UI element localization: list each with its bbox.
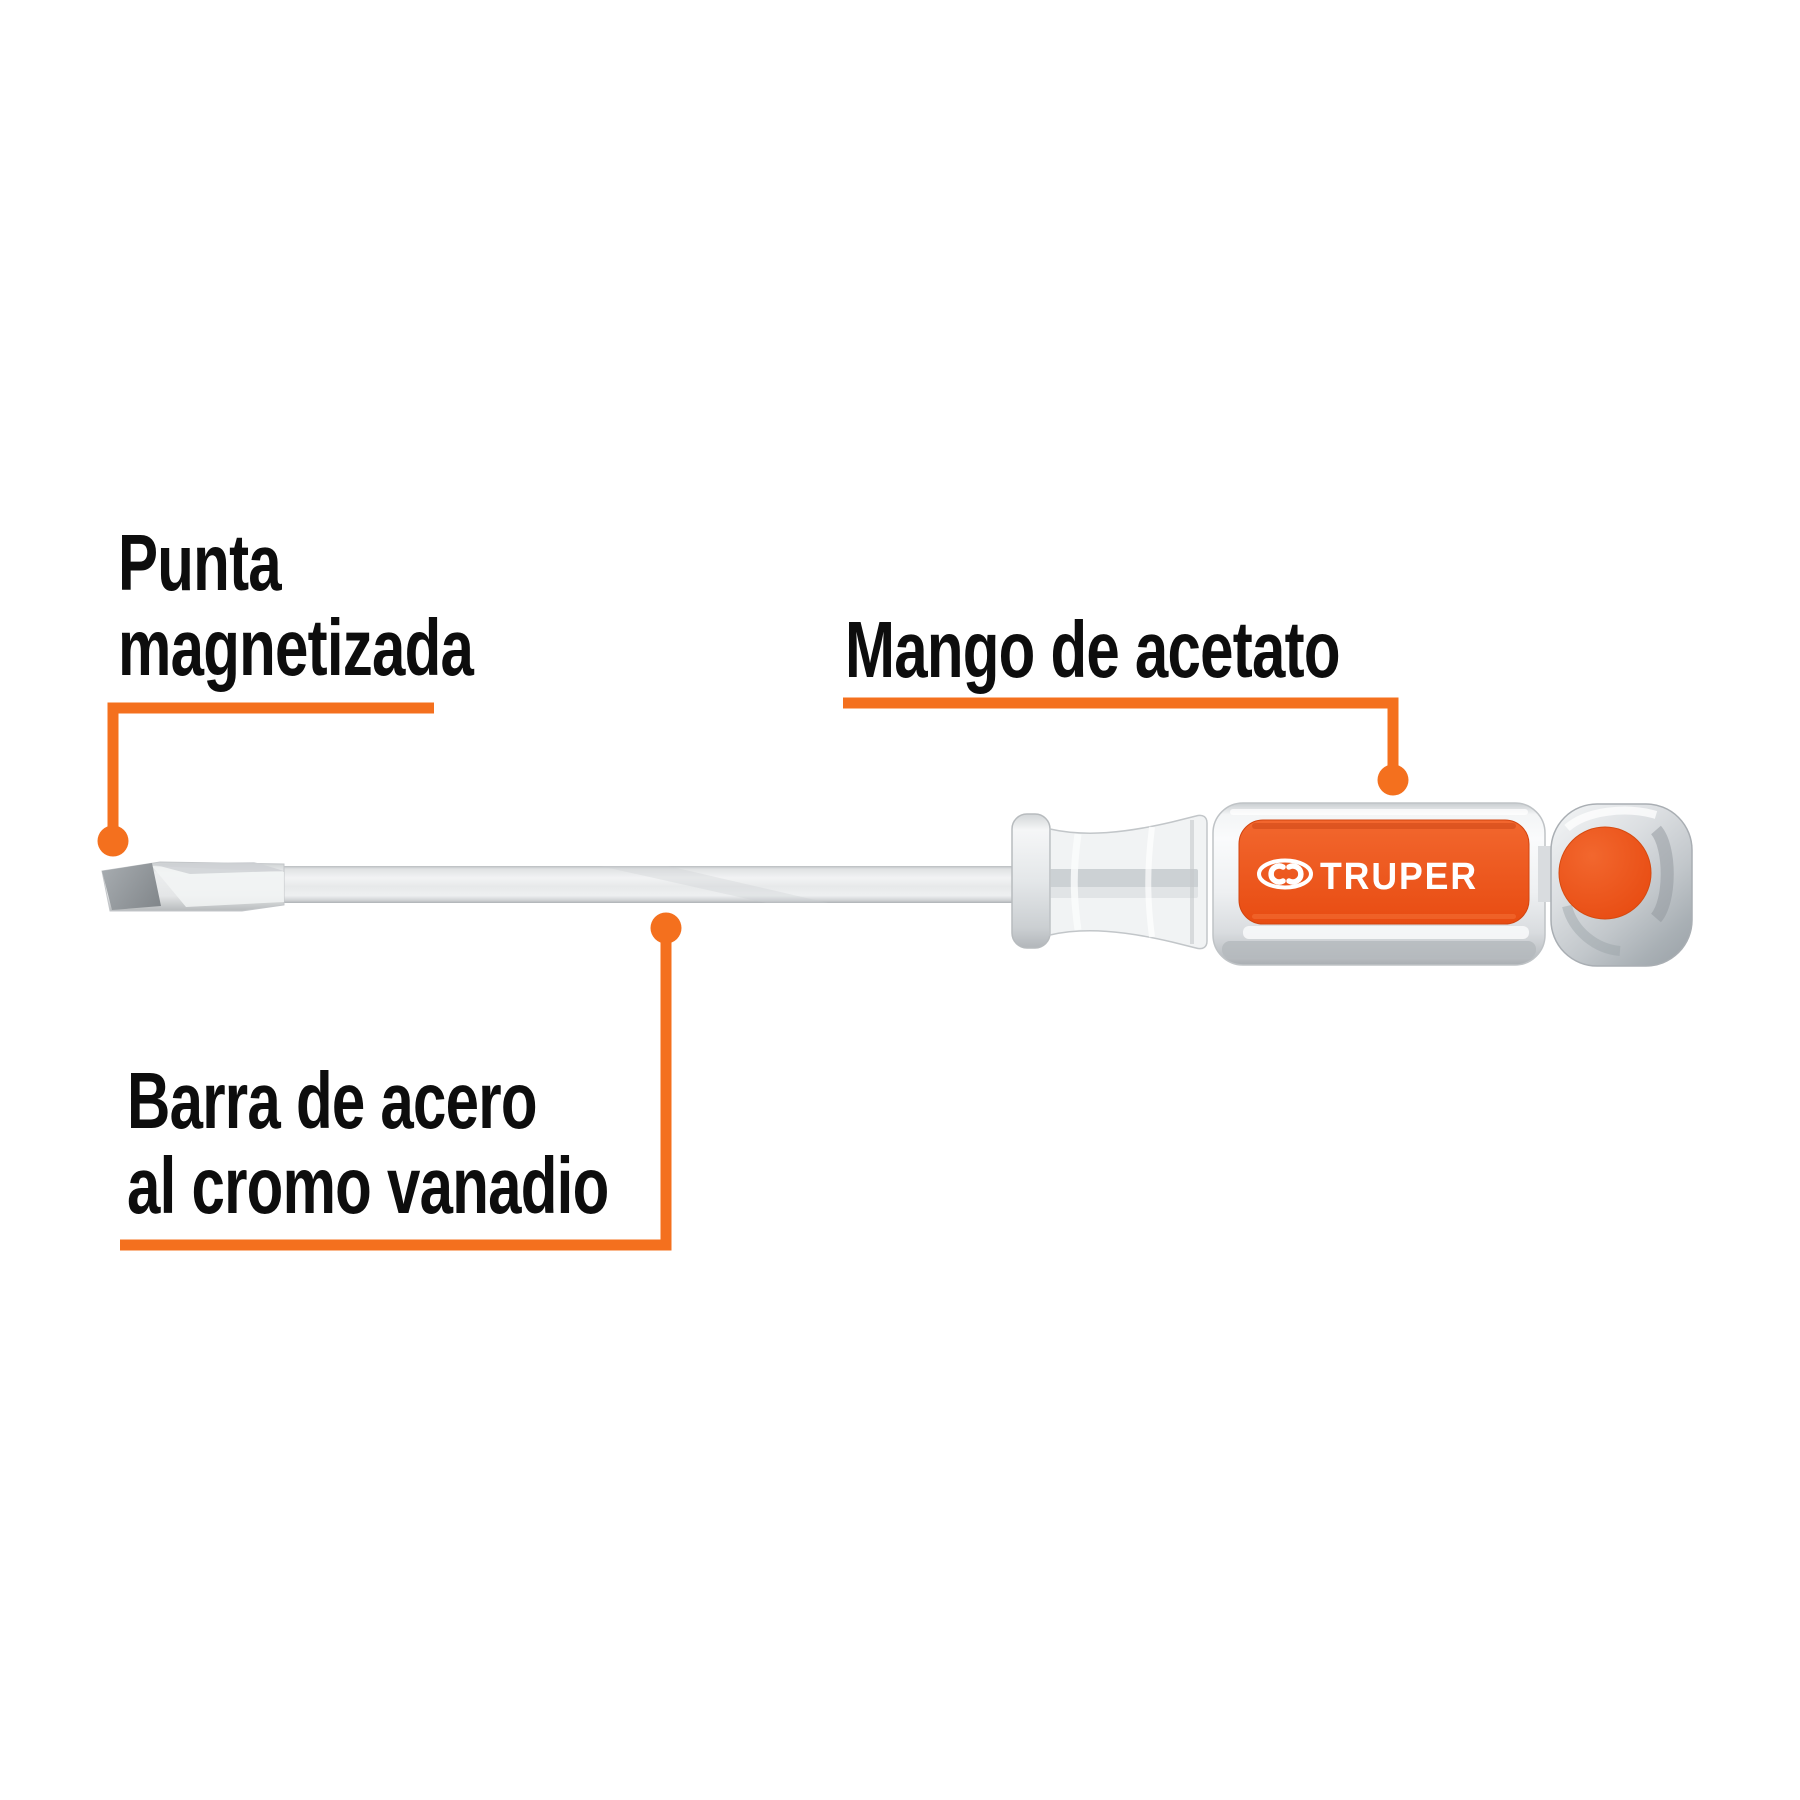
magnetized-tip-face — [102, 863, 161, 910]
label-mango-de-acetato: Mango de acetato — [845, 605, 1341, 694]
callout-dot-tip — [97, 825, 129, 857]
callouts — [97, 697, 1409, 1251]
label-punta-magnetizada: Punta magnetizada — [118, 518, 474, 692]
callout-line-bar — [120, 942, 672, 1251]
steel-shaft — [278, 866, 1018, 903]
brand-logo-icon — [1257, 858, 1313, 890]
panel-lower-stripe — [1243, 926, 1529, 939]
callout-line-handle — [843, 697, 1399, 766]
brand-logo-text: TRUPER — [1320, 856, 1478, 898]
callout-dot-handle — [1377, 764, 1409, 796]
collar-bell — [1049, 814, 1208, 950]
callout-dot-bar — [650, 912, 682, 944]
callout-line-tip — [107, 702, 434, 827]
end-cap-orange-circle — [1558, 826, 1652, 920]
handle-end-cap — [1550, 803, 1693, 967]
shaft-reflection — [600, 866, 828, 903]
flat-blade-tip — [101, 861, 285, 912]
brand-panel — [1238, 819, 1530, 939]
screwdriver-illustration: TRUPER — [101, 802, 1693, 967]
collar-ring — [1011, 813, 1051, 949]
label-barra-de-acero: Barra de acero al cromo vanadio — [127, 1056, 609, 1230]
